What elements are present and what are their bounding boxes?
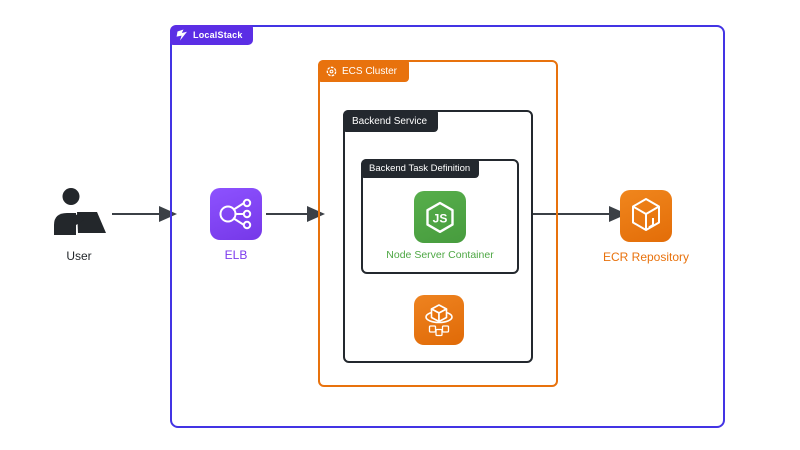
ecs-cluster-container: ECS Cluster Backend Service Backend Task… (318, 60, 558, 387)
ecs-cluster-badge-label: ECS Cluster (342, 65, 398, 77)
localstack-logo-icon (176, 29, 187, 41)
localstack-container: LocalStack ECS Cluster Backend Service (170, 25, 725, 428)
nodejs-icon-text: JS (433, 212, 448, 226)
backend-service-badge-label: Backend Service (352, 115, 428, 127)
localstack-badge: LocalStack (170, 25, 253, 45)
ecr-label: ECR Repository (602, 250, 690, 264)
backend-task-definition-badge-label: Backend Task Definition (369, 163, 471, 174)
backend-task-definition-badge: Backend Task Definition (361, 159, 480, 178)
nodejs-icon: JS (414, 191, 466, 243)
user-node: User (46, 187, 112, 263)
backend-task-definition-container: Backend Task Definition JS Node Server C… (361, 159, 519, 274)
elb-icon (210, 188, 262, 240)
ecs-service-icon (414, 295, 464, 345)
backend-service-container: Backend Service Backend Task Definition … (343, 110, 533, 363)
ecr-node: ECR Repository (586, 190, 706, 264)
user-label: User (66, 249, 92, 263)
ecr-repository-icon (620, 190, 672, 242)
localstack-badge-label: LocalStack (193, 30, 243, 40)
node-server-container-label: Node Server Container (386, 249, 494, 261)
elb-node: ELB (210, 188, 262, 262)
elb-label: ELB (224, 248, 248, 262)
user-icon (54, 188, 106, 235)
backend-service-badge: Backend Service (343, 110, 439, 132)
ecs-cluster-icon (326, 66, 337, 76)
ecs-cluster-badge: ECS Cluster (318, 60, 410, 82)
